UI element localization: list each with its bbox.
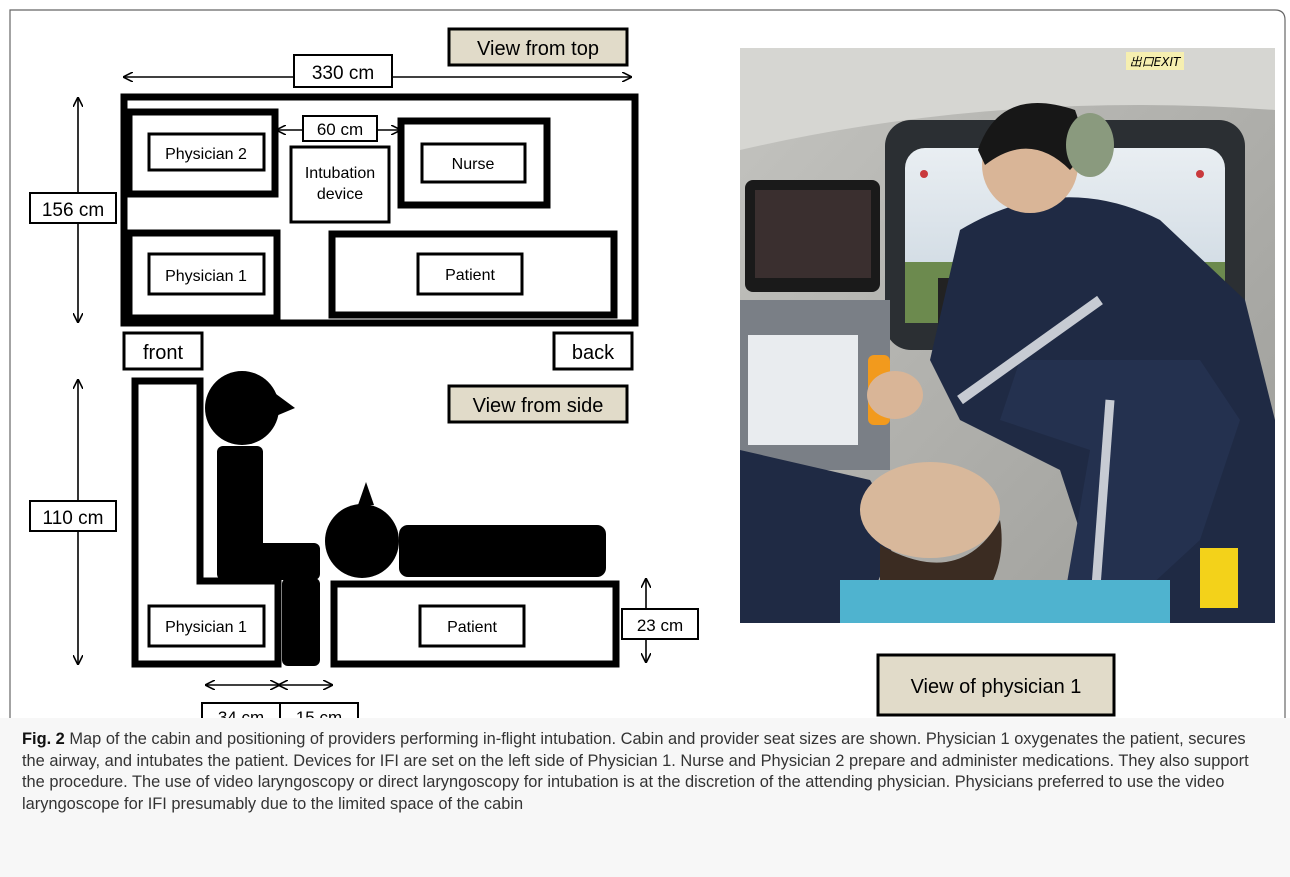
depth-label: 156 cm: [42, 200, 104, 221]
physician1-head: [205, 371, 279, 445]
side-view-heading-box: [447, 384, 629, 424]
photo-yellow-container: [1200, 548, 1238, 608]
photo-exit-sign-box: [1126, 52, 1184, 70]
figure-caption: Fig. 2 Map of the cabin and positioning …: [22, 729, 1272, 815]
physician1-label-top: Physician 1: [165, 268, 247, 285]
height-label-box: [29, 500, 117, 532]
physician1-nose: [276, 394, 295, 416]
patient-figure: [325, 482, 606, 578]
gap-label-box: [302, 115, 378, 142]
figure-frame: [9, 9, 1286, 877]
intubation-device-label-line1: Intubation: [305, 165, 375, 182]
patient-body: [399, 525, 606, 577]
caption-area: [0, 718, 1290, 877]
caption-body: Map of the cabin and positioning of prov…: [22, 730, 1249, 813]
back-label: back: [572, 342, 615, 364]
photo-window-light-right: [1196, 170, 1204, 178]
patient-head: [325, 504, 399, 578]
depth-label-box: [29, 192, 117, 224]
height-label: 110 cm: [43, 508, 104, 529]
photo-physician-leg: [1000, 360, 1240, 623]
physician2-label: Physician 2: [165, 146, 247, 163]
intubation-device-box: [289, 145, 391, 224]
physician1-thigh: [217, 543, 320, 580]
physician1-label-side: Physician 1: [165, 619, 247, 636]
back-label-box: [552, 331, 634, 371]
intubation-device-label-line2: device: [317, 186, 363, 203]
nurse-label-box: [420, 142, 527, 184]
bed-height-label: 23 cm: [637, 616, 683, 635]
photo-uniform-stripe: [957, 295, 1103, 405]
side-view-heading: View from side: [473, 395, 604, 417]
top-view-diagram: View from top 330 cm 156 cm Physician 2 …: [29, 27, 639, 371]
physician1-seat-side: [131, 377, 282, 668]
photo-supply-packs: [748, 335, 858, 445]
patient-nose: [358, 482, 374, 505]
side-view-diagram: View from side 110 cm Physician 1 Patien…: [29, 371, 699, 732]
physician1-label-box-top: [147, 252, 266, 296]
nurse-label: Nurse: [452, 156, 495, 173]
cabin-photo: 出口EXIT: [740, 48, 1275, 623]
front-label-box: [122, 331, 204, 371]
photo-patient-body: [740, 450, 900, 623]
photo-window-light-left: [920, 170, 928, 178]
physician1-figure: [205, 371, 320, 666]
physician2-label-box: [147, 132, 266, 172]
photo-uniform-stripe-leg: [1090, 399, 1115, 601]
photo-label-box: [876, 653, 1116, 717]
gap-label: 60 cm: [317, 120, 363, 139]
photo-monitor-screen: [755, 190, 871, 278]
photo-headset: [1066, 113, 1114, 177]
physician1-label-box-side: [147, 604, 266, 648]
patient-label-box-top: [416, 252, 524, 296]
patient-label-box-side: [418, 604, 526, 648]
photo-patient-face: [860, 462, 1000, 558]
width-label-box: [293, 54, 393, 88]
photo-stretcher: [840, 580, 1170, 623]
bed-height-label-box: [621, 608, 699, 640]
patient-label-top: Patient: [445, 267, 495, 284]
photo-physician-hair: [978, 103, 1082, 170]
photo-ceiling: [740, 48, 1275, 150]
patient-label-side: Patient: [447, 619, 497, 636]
top-view-heading-box: [447, 27, 629, 67]
photo-exit-sign: 出口EXIT: [1130, 55, 1182, 69]
top-view-heading: View from top: [477, 38, 599, 60]
width-label: 330 cm: [312, 63, 374, 84]
physician1-shin: [282, 578, 320, 666]
figure-label: Fig. 2: [22, 730, 65, 748]
photo-physician-hand: [867, 371, 923, 419]
photo-label: View of physician 1: [911, 676, 1082, 698]
front-label: front: [143, 342, 183, 364]
cabin-outline: [120, 93, 639, 327]
